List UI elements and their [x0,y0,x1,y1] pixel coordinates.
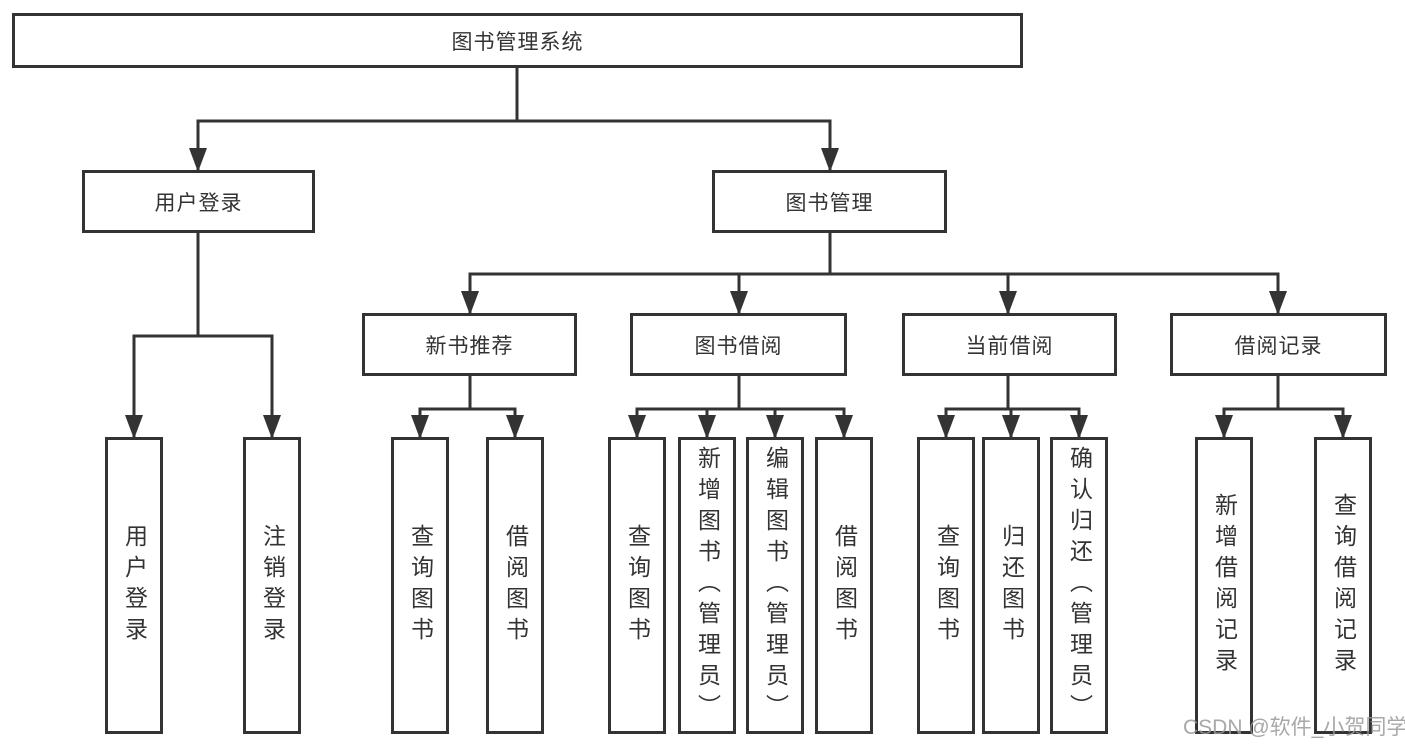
leaf-query-borrow-record: 查询借阅记录 [1314,437,1372,734]
node-current-borrow: 当前借阅 [902,313,1117,376]
leaf-add-books-admin: 新增图书（管理员） [678,437,736,734]
csdn-watermark: CSDN @软件_小贺同学 [1183,716,1405,739]
node-book-management: 图书管理 [712,170,947,233]
node-system-root: 图书管理系统 [12,13,1023,68]
leaf-logout-login: 注销登录 [243,437,301,734]
node-book-borrow: 图书借阅 [630,313,847,376]
leaf-user-login: 用户登录 [105,437,163,734]
leaf-query-books-current: 查询图书 [917,437,975,734]
node-borrow-records: 借阅记录 [1170,313,1387,376]
tree-edges [132,68,1345,439]
node-user-login: 用户登录 [82,170,315,233]
leaf-borrow-books: 借阅图书 [815,437,873,734]
leaf-add-borrow-record: 新增借阅记录 [1195,437,1253,734]
leaf-borrow-books-recommend: 借阅图书 [486,437,544,734]
node-new-book-recommend: 新书推荐 [362,313,577,376]
leaf-query-books-recommend: 查询图书 [391,437,449,734]
leaf-confirm-return-admin: 确认归还（管理员） [1050,437,1108,734]
leaf-query-books-borrow: 查询图书 [608,437,666,734]
leaf-return-books: 归还图书 [982,437,1040,734]
leaf-edit-books-admin: 编辑图书（管理员） [746,437,804,734]
